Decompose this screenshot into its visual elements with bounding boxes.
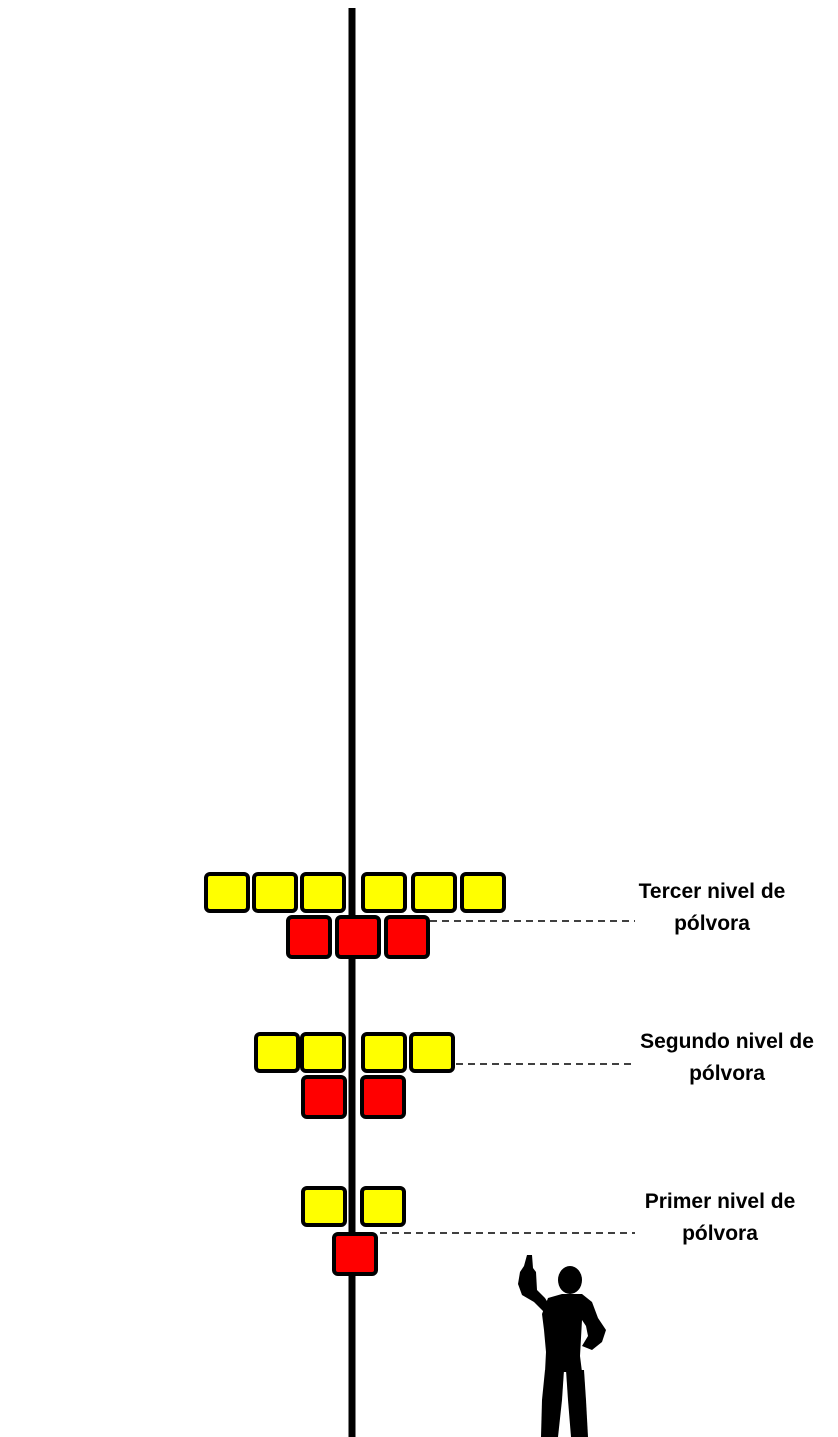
yellow-box <box>361 872 407 913</box>
red-box <box>360 1075 406 1119</box>
yellow-box <box>360 1186 406 1227</box>
yellow-box <box>252 872 298 913</box>
level-3-label: Tercer nivel de pólvora <box>612 876 812 940</box>
level-2-label-line2: pólvora <box>689 1062 765 1085</box>
level-1-label-line2: pólvora <box>682 1222 758 1245</box>
level-2-boxes <box>254 1032 455 1119</box>
level-2-label-line1: Segundo nivel de <box>640 1030 814 1053</box>
level-1-label-line1: Primer nivel de <box>644 1190 796 1213</box>
yellow-box <box>460 872 506 913</box>
yellow-box <box>204 872 250 913</box>
level-3-label-line1: Tercer nivel de <box>638 880 786 903</box>
yellow-box <box>409 1032 455 1073</box>
yellow-box <box>300 1032 346 1073</box>
yellow-box <box>411 872 457 913</box>
red-box <box>332 1232 378 1276</box>
level-2-label: Segundo nivel de pólvora <box>620 1026 834 1090</box>
red-box <box>286 915 332 959</box>
level-1-boxes <box>301 1186 406 1276</box>
red-box <box>301 1075 347 1119</box>
level-1-label: Primer nivel de pólvora <box>620 1186 820 1250</box>
level-3-boxes <box>204 872 506 959</box>
person-pointing-up-silhouette-icon <box>518 1255 606 1437</box>
yellow-box <box>254 1032 300 1073</box>
yellow-box <box>300 872 346 913</box>
level-3-label-line2: pólvora <box>674 912 750 935</box>
red-box <box>384 915 430 959</box>
yellow-box <box>301 1186 347 1227</box>
red-box <box>335 915 381 959</box>
yellow-box <box>361 1032 407 1073</box>
